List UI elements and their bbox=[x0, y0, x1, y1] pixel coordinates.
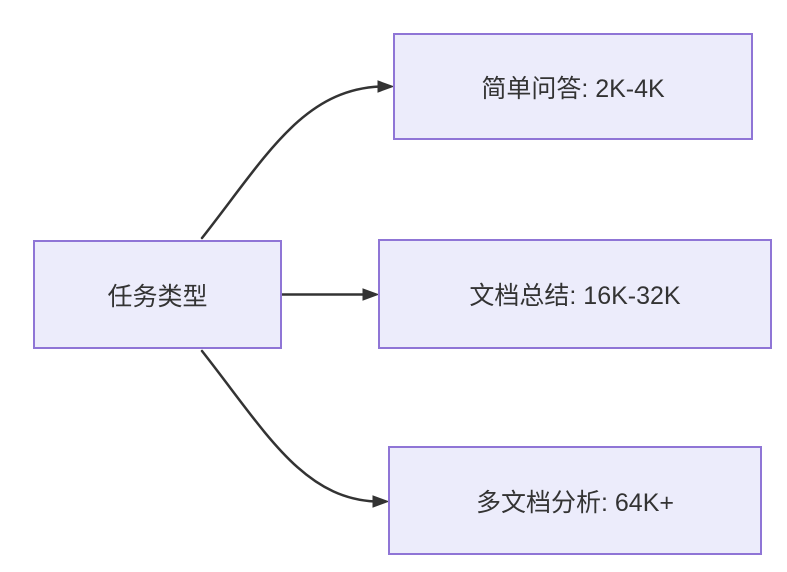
edge-root-to-branch0 bbox=[200, 85, 382, 240]
node-multi-doc-analysis: 多文档分析: 64K+ bbox=[388, 446, 762, 555]
node-doc-summary: 文档总结: 16K-32K bbox=[378, 239, 772, 349]
edge-root-to-branch2 bbox=[200, 349, 377, 503]
arrowhead-branch0-icon bbox=[377, 80, 395, 93]
node-doc-summary-label: 文档总结: 16K-32K bbox=[469, 282, 681, 310]
node-simple-qa: 简单问答: 2K-4K bbox=[393, 33, 753, 140]
node-multi-doc-analysis-label: 多文档分析: 64K+ bbox=[476, 488, 674, 517]
arrowhead-branch1-icon bbox=[362, 288, 380, 301]
node-task-type-label: 任务类型 bbox=[107, 282, 208, 311]
arrowhead-branch2-icon bbox=[372, 495, 390, 508]
node-simple-qa-label: 简单问答: 2K-4K bbox=[481, 74, 665, 103]
node-task-type: 任务类型 bbox=[33, 240, 282, 349]
